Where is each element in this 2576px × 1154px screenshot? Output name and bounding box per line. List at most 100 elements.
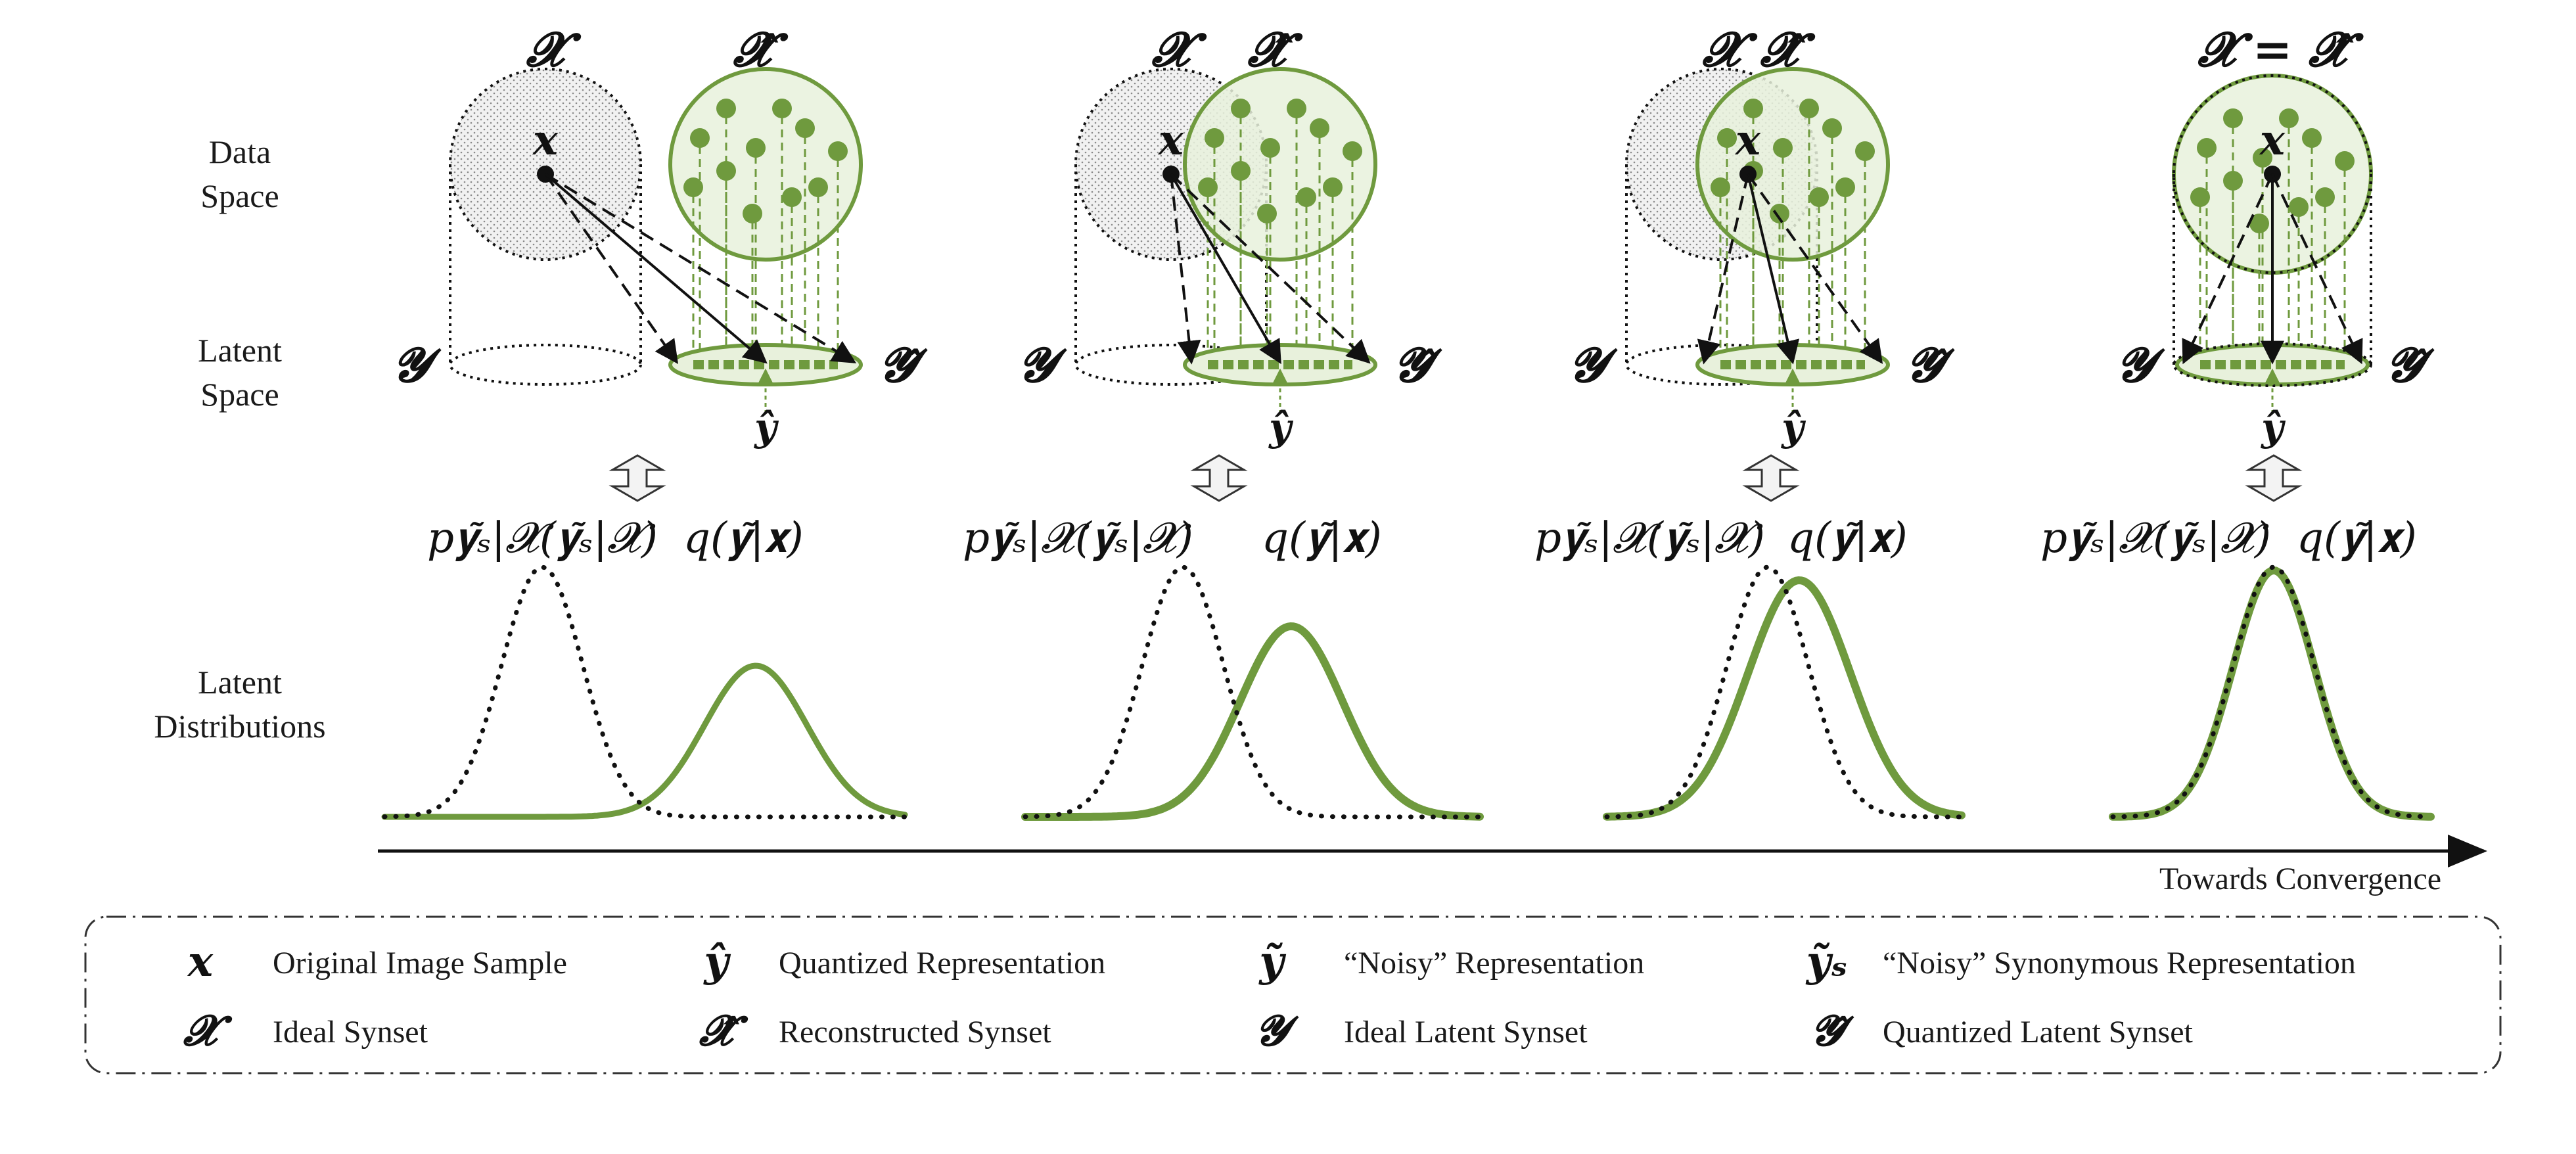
row-labels: Data Space Latent Space Latent Distribut… bbox=[154, 133, 325, 745]
equal-synset-symbol: 𝓧 = 𝓧̂ bbox=[2197, 21, 2364, 77]
legend-symbol: 𝒙 bbox=[187, 937, 214, 986]
legend-text: Quantized Representation bbox=[779, 946, 1105, 981]
posterior-formula: q(𝐲̃|𝐱) bbox=[1787, 514, 1908, 563]
ideal-latent-symbol: 𝓨 bbox=[2116, 336, 2165, 392]
y-hat-label: ŷ bbox=[2260, 405, 2286, 450]
prior-formula: p𝐲̃ₛ|𝓧(𝐲̃ₛ|𝓧) bbox=[1534, 514, 1765, 563]
reconstructed-synset-circle bbox=[668, 67, 863, 262]
ideal-latent-symbol: 𝓨 bbox=[1018, 336, 1067, 392]
prior-curve bbox=[2110, 565, 2433, 819]
double-arrow-icon bbox=[1742, 454, 1800, 502]
reconstructed-sample-dot bbox=[1323, 177, 1343, 197]
reconstructed-sample-dot bbox=[1770, 204, 1789, 223]
prior-formula: p𝐲̃ₛ|𝓧(𝐲̃ₛ|𝓧) bbox=[2040, 514, 2271, 563]
ideal-latent-symbol: 𝓨 bbox=[1569, 336, 1618, 392]
prior-formula: p𝐲̃ₛ|𝓧(𝐲̃ₛ|𝓧) bbox=[963, 514, 1193, 563]
reconstructed-sample-dot bbox=[1205, 128, 1224, 148]
reconstructed-sample-dot bbox=[1310, 118, 1329, 138]
encode-arrow bbox=[1747, 173, 1800, 365]
legend-text: “Noisy” Synonymous Representation bbox=[1883, 946, 2356, 981]
posterior-curve bbox=[1021, 622, 1484, 821]
convergence-axis: Towards Convergence bbox=[378, 835, 2487, 896]
prior-curve bbox=[1023, 565, 1483, 819]
reconstructed-sample-dot bbox=[828, 141, 848, 161]
latent-distributions-label-2: Distributions bbox=[154, 708, 325, 745]
encode-arrow-dashed bbox=[2271, 173, 2363, 365]
encode-arrow-dashed bbox=[1170, 173, 1201, 365]
reconstructed-sample-dot bbox=[2279, 108, 2299, 128]
encode-arrow-dashed bbox=[1170, 173, 1371, 364]
data-space-label-2: Space bbox=[200, 177, 279, 214]
legend-text: Reconstructed Synset bbox=[779, 1015, 1051, 1050]
posterior-formula: q(𝐲̃|𝐱) bbox=[1262, 514, 1382, 563]
reconstructed-sample-dot bbox=[1717, 128, 1737, 148]
reconstructed-sample-dot bbox=[690, 128, 710, 148]
reconstructed-sample-dot bbox=[1809, 187, 1829, 207]
legend-item: ŷ Quantized Representation bbox=[702, 937, 1105, 986]
encode-arrow-dashed bbox=[1697, 173, 1749, 365]
encode-arrow bbox=[544, 173, 768, 364]
legend-text: Ideal Synset bbox=[273, 1015, 428, 1050]
reconstructed-sample-dot bbox=[1231, 161, 1251, 181]
posterior-curve bbox=[2109, 566, 2435, 821]
latent-space-label: Latent bbox=[198, 332, 282, 369]
legend-symbol: ỹ bbox=[1258, 937, 1286, 986]
reconstructed-sample-dot bbox=[1855, 141, 1875, 161]
reconstructed-sample-dot bbox=[1773, 138, 1793, 158]
double-arrow-icon bbox=[2245, 454, 2303, 502]
encode-arrow-dashed bbox=[2182, 173, 2274, 365]
sample-label: x bbox=[532, 116, 559, 165]
reconstructed-sample-dot bbox=[1287, 99, 1306, 118]
reconstructed-sample-dot bbox=[1257, 204, 1277, 223]
reconstructed-sample-dot bbox=[716, 161, 736, 181]
posterior-formula: q(𝐲̃|𝐱) bbox=[2297, 514, 2417, 563]
reconstructed-sample-dot bbox=[1231, 99, 1251, 118]
quantized-latent-symbol: 𝓨̂ bbox=[2385, 336, 2435, 392]
encode-arrow-dashed bbox=[1747, 173, 1883, 364]
reconstructed-sample-dot bbox=[1297, 187, 1316, 207]
data-space-label: Data bbox=[209, 133, 271, 170]
encode-arrow bbox=[1170, 173, 1281, 365]
reconstructed-sample-dot bbox=[2289, 197, 2309, 217]
latent-space-label-2: Space bbox=[200, 376, 279, 413]
reconstructed-sample-dot bbox=[683, 177, 703, 197]
reconstructed-sample-dot bbox=[1343, 141, 1362, 161]
reconstructed-sample-dot bbox=[2302, 128, 2322, 148]
reconstructed-sample-dot bbox=[1822, 118, 1842, 138]
reconstructed-sample-dot bbox=[2335, 151, 2355, 171]
posterior-curve bbox=[1603, 576, 1966, 821]
prior-formula: p𝐲̃ₛ|𝓧(𝐲̃ₛ|𝓧) bbox=[427, 514, 658, 563]
y-hat-label: ŷ bbox=[753, 405, 779, 450]
reconstructed-sample-dot bbox=[808, 177, 828, 197]
legend-text: Ideal Latent Synset bbox=[1344, 1015, 1588, 1050]
latent-distributions-label: Latent bbox=[198, 664, 282, 701]
legend-symbol: 𝓧 bbox=[183, 1006, 233, 1055]
prior-curve bbox=[1604, 565, 1964, 819]
reconstructed-sample-dot bbox=[743, 204, 762, 223]
reconstructed-sample-dot bbox=[2197, 138, 2217, 158]
quantized-latent-symbol: 𝓨̂ bbox=[879, 336, 928, 392]
posterior-curve bbox=[381, 662, 908, 820]
ideal-latent-ellipse bbox=[449, 344, 642, 386]
reconstructed-sample-dot bbox=[1260, 138, 1280, 158]
sample-label: x bbox=[2259, 116, 2286, 165]
legend-text: Quantized Latent Synset bbox=[1883, 1015, 2194, 1050]
reconstructed-sample-dot bbox=[1743, 99, 1763, 118]
quantized-latent-symbol: 𝓨̂ bbox=[1393, 336, 1442, 392]
legend-item: 𝓨̂ Quantized Latent Synset bbox=[1810, 1006, 2194, 1055]
legend-symbol: 𝓨̂ bbox=[1810, 1006, 1854, 1055]
legend-symbol: ŷ bbox=[702, 937, 731, 986]
legend-text: “Noisy” Representation bbox=[1344, 946, 1644, 981]
legend-symbol: 𝓨 bbox=[1255, 1006, 1299, 1055]
y-hat-label: ŷ bbox=[1780, 405, 1806, 450]
posterior-formula: q(𝐲̃|𝐱) bbox=[683, 514, 804, 563]
legend-item: 𝓧 Ideal Synset bbox=[183, 1006, 428, 1055]
double-arrow-icon bbox=[1190, 454, 1248, 502]
encode-arrow-dashed bbox=[544, 173, 857, 363]
